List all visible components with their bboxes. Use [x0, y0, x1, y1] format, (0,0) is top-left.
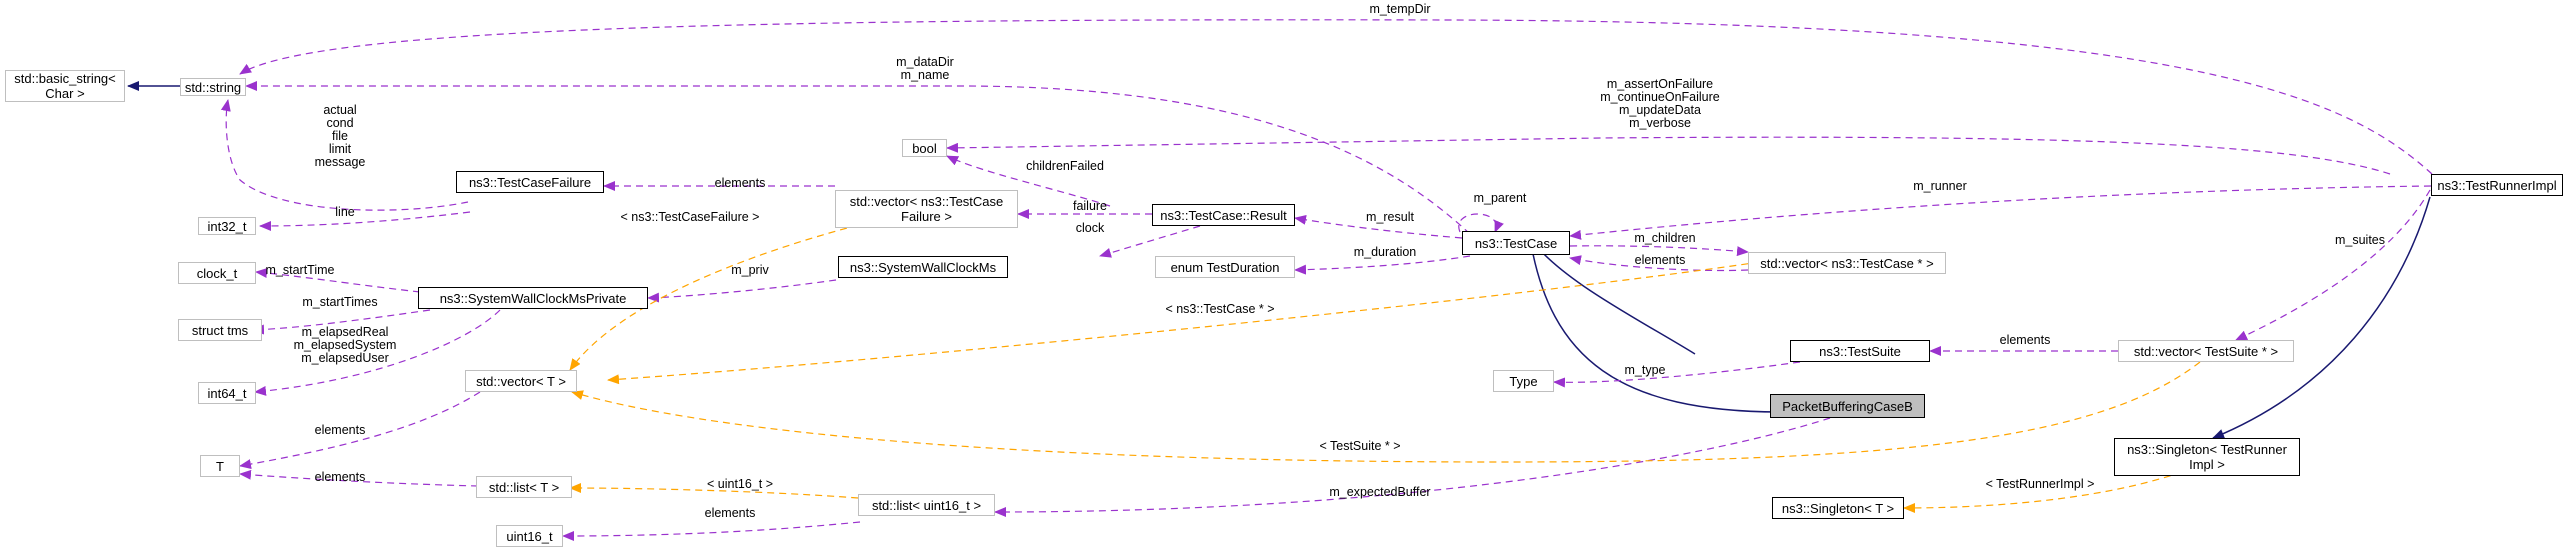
label-tpl-testsuite: < TestSuite * > [1319, 439, 1401, 453]
label-m-children: m_children [1634, 231, 1696, 245]
node-vector-testcasefailure[interactable]: std::vector< ns3::TestCase Failure > [835, 190, 1018, 228]
label-failure: failure [1072, 199, 1108, 213]
label-m-parent: m_parent [1473, 191, 1527, 205]
edge-tpl-vector-tc [607, 261, 1761, 385]
label-clock: clock [1075, 221, 1105, 235]
node-std-string[interactable]: std::string [180, 78, 246, 96]
edge-list-uint16-uint16 [562, 521, 861, 541]
edge-wallclock-private [647, 279, 837, 303]
edge-wallclockprivate-int64 [254, 309, 501, 396]
edge-singleton-to-runnerimpl [2212, 196, 2431, 439]
label-elements-tcf: elements [714, 176, 766, 190]
label-m-tempdir: m_tempDir [1369, 2, 1431, 16]
label-runner-flags: m_assertOnFailure m_continueOnFailure m_… [1600, 77, 1720, 130]
edge-runnerimpl-testcase [1569, 185, 2432, 240]
edge-list-T-T [239, 469, 479, 487]
node-int64[interactable]: int64_t [198, 382, 256, 404]
node-testcasefailure[interactable]: ns3::TestCaseFailure [456, 171, 604, 193]
node-testcase-result[interactable]: ns3::TestCase::Result [1152, 204, 1295, 226]
node-systemwallclockmsprivate[interactable]: ns3::SystemWallClockMsPrivate [418, 287, 648, 309]
label-m-starttimes: m_startTimes [302, 295, 378, 309]
node-uint16[interactable]: uint16_t [496, 525, 563, 547]
label-line: line [335, 205, 355, 219]
edge-wallclockprivate-clock [255, 268, 421, 293]
label-m-duration: m_duration [1353, 245, 1417, 259]
label-m-result: m_result [1366, 210, 1414, 224]
label-elements-ts: elements [1999, 333, 2051, 347]
node-packetbufferingcaseb[interactable]: PacketBufferingCaseB [1770, 394, 1925, 418]
edge-tpl-vector-ts [571, 361, 2201, 463]
label-failure-fields: actual cond file limit message [314, 103, 366, 169]
label-elements-list: elements [314, 470, 366, 484]
node-bool[interactable]: bool [902, 139, 947, 157]
edge-vector-T-T [239, 391, 481, 469]
label-m-runner: m_runner [1913, 179, 1967, 193]
node-systemwallclockms[interactable]: ns3::SystemWallClockMs [838, 256, 1008, 278]
label-tpl-runnerimpl: < TestRunnerImpl > [1985, 477, 2095, 491]
edge-runnerimpl-tempdir [239, 19, 2433, 175]
node-enum-testduration[interactable]: enum TestDuration [1155, 256, 1295, 278]
node-type[interactable]: Type [1493, 370, 1554, 392]
edge-runnerimpl-bool [946, 136, 2391, 175]
label-tpl-testcase: < ns3::TestCase * > [1165, 302, 1275, 316]
edge-vector-tc-testcase-children [1569, 245, 1749, 257]
node-struct-tms[interactable]: struct tms [178, 319, 262, 341]
label-elements-tc: elements [1634, 253, 1686, 267]
label-m-starttime: m_startTime [265, 263, 335, 277]
node-list-uint16[interactable]: std::list< uint16_t > [858, 494, 995, 516]
edge-wallclockprivate-tms [252, 309, 431, 335]
edge-testcase-result [1294, 214, 1463, 239]
label-m-type: m_type [1624, 363, 1666, 377]
node-T[interactable]: T [200, 455, 240, 477]
edge-packetbuffering-list-uint16 [994, 417, 1831, 517]
node-int32[interactable]: int32_t [198, 217, 256, 235]
node-clock-t[interactable]: clock_t [178, 262, 256, 284]
label-m-priv: m_priv [731, 263, 769, 277]
edge-testcasefailure-int32 [259, 211, 471, 231]
label-tpl-uint16: < uint16_t > [706, 477, 774, 491]
label-tpl-testcasefailure: < ns3::TestCaseFailure > [620, 210, 760, 224]
node-vector-testcase[interactable]: std::vector< ns3::TestCase * > [1748, 252, 1946, 274]
node-list-T[interactable]: std::list< T > [476, 476, 572, 498]
node-testcase[interactable]: ns3::TestCase [1462, 231, 1570, 255]
edge-testcase-duration [1294, 255, 1471, 275]
label-m-suites: m_suites [2334, 233, 2386, 247]
node-basic-string[interactable]: std::basic_string< Char > [5, 70, 125, 102]
edge-vector-tc-elements [1569, 255, 1749, 272]
edge-testcase-datadir [245, 81, 1471, 235]
label-datadir-name: m_dataDir m_name [896, 55, 954, 82]
node-vector-testsuite[interactable]: std::vector< TestSuite * > [2118, 340, 2294, 362]
node-testrunnerimpl[interactable]: ns3::TestRunnerImpl [2431, 174, 2563, 196]
label-elapsed: m_elapsedReal m_elapsedSystem m_elapsedU… [293, 325, 397, 365]
label-elements-uint16: elements [704, 506, 756, 520]
edge-testcase-to-packetbuffering [1526, 237, 1783, 413]
edge-testcase-parent [1458, 213, 1504, 233]
edge-result-wallclock [1099, 225, 1201, 258]
label-elements-T: elements [314, 423, 366, 437]
node-singleton-testrunnerimpl[interactable]: ns3::Singleton< TestRunner Impl > [2114, 438, 2300, 476]
edge-tpl-list-uint16 [569, 483, 859, 499]
node-vector-T[interactable]: std::vector< T > [465, 370, 577, 392]
label-m-expectedbuffer: m_expectedBuffer [1329, 485, 1431, 499]
node-testsuite[interactable]: ns3::TestSuite [1790, 340, 1930, 362]
node-singleton-T[interactable]: ns3::Singleton< T > [1772, 497, 1904, 519]
edge-tpl-vector-tcf [569, 221, 871, 371]
edge-testsuite-type [1553, 361, 1801, 388]
edge-runnerimpl-suites [2235, 189, 2431, 341]
label-children-failed: childrenFailed [1026, 159, 1104, 173]
